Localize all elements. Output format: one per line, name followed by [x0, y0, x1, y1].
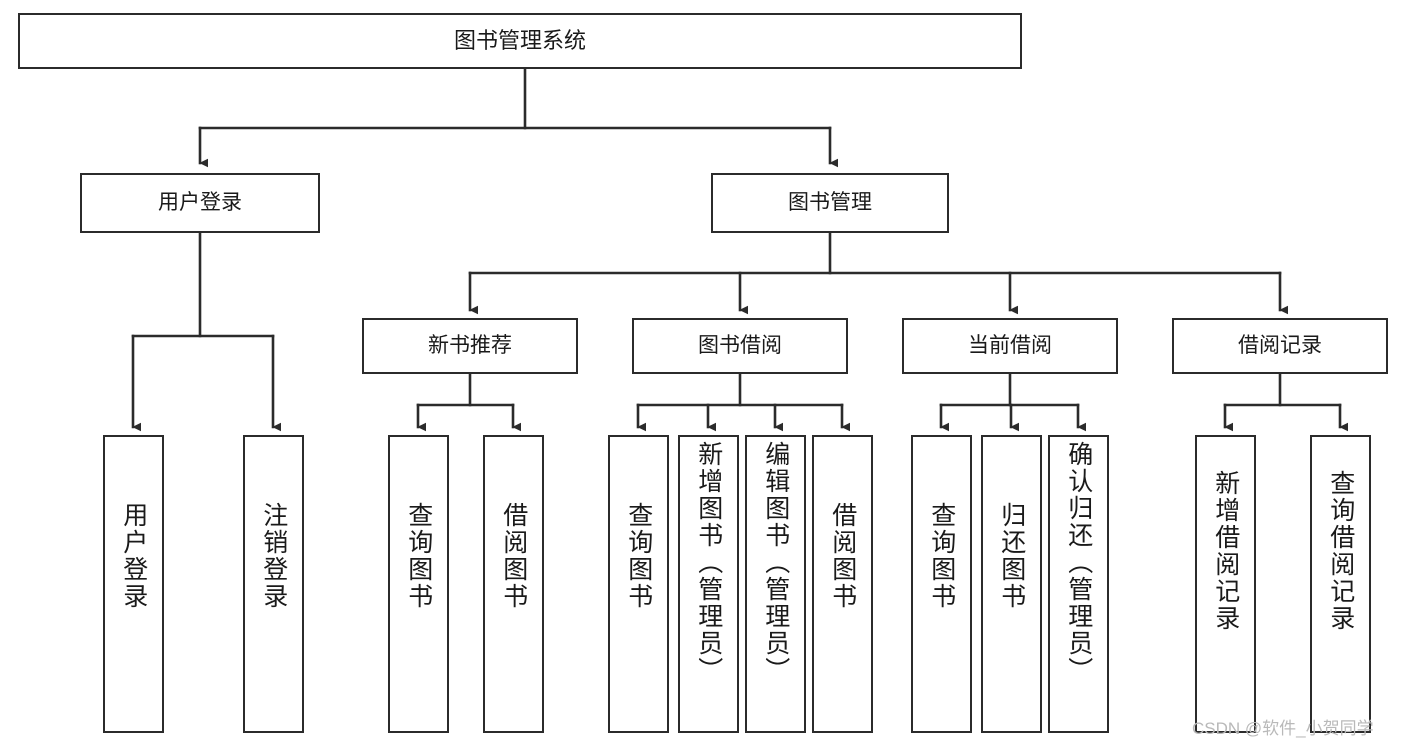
connector-bookmgmt-to-level3	[468, 231, 1289, 315]
connector-root-to-level2	[198, 67, 839, 168]
node-current-borrow[interactable]: 当前借阅	[902, 318, 1118, 374]
node-label: 用户登录	[119, 502, 148, 610]
leaf-logout-login[interactable]: 注销登录	[243, 435, 304, 733]
leaf-return-book[interactable]: 归还图书	[981, 435, 1042, 733]
node-label: 查询图书	[404, 502, 433, 610]
node-label: 图书管理	[788, 190, 872, 214]
node-new-book-recommend[interactable]: 新书推荐	[362, 318, 578, 374]
leaf-borrow-book-recommend[interactable]: 借阅图书	[483, 435, 544, 733]
node-label: 归还图书	[997, 502, 1026, 610]
leaf-borrow-book-borrow[interactable]: 借阅图书	[812, 435, 873, 733]
connector-userlogin-to-leaves	[131, 231, 282, 432]
leaf-user-login[interactable]: 用户登录	[103, 435, 164, 733]
connector-currentborrow-to-leaves	[939, 373, 1087, 432]
node-label: 借阅图书	[828, 502, 857, 610]
node-label: 注销登录	[259, 502, 288, 610]
connector-bookborrow-to-leaves	[636, 373, 851, 432]
leaf-add-borrow-record[interactable]: 新增借阅记录	[1195, 435, 1256, 733]
node-label: 确认归还（管理员）	[1064, 441, 1093, 684]
leaf-query-book-recommend[interactable]: 查询图书	[388, 435, 449, 733]
leaf-add-book-admin[interactable]: 新增图书（管理员）	[678, 435, 739, 733]
node-label: 当前借阅	[968, 333, 1052, 357]
node-label: 借阅图书	[499, 502, 528, 610]
node-label: 查询图书	[927, 502, 956, 610]
leaf-query-borrow-record[interactable]: 查询借阅记录	[1310, 435, 1371, 733]
connector-borrowrecord-to-leaves	[1223, 373, 1349, 432]
node-book-borrow[interactable]: 图书借阅	[632, 318, 848, 374]
connector-newbook-to-leaves	[416, 373, 522, 432]
node-user-login[interactable]: 用户登录	[80, 173, 320, 233]
node-borrow-record[interactable]: 借阅记录	[1172, 318, 1388, 374]
leaf-confirm-return-admin[interactable]: 确认归还（管理员）	[1048, 435, 1109, 733]
node-label: 新书推荐	[428, 333, 512, 357]
node-label: 编辑图书（管理员）	[761, 441, 790, 684]
node-label: 图书借阅	[698, 333, 782, 357]
node-label: 借阅记录	[1238, 333, 1322, 357]
leaf-edit-book-admin[interactable]: 编辑图书（管理员）	[745, 435, 806, 733]
node-label: 查询借阅记录	[1326, 470, 1355, 632]
node-book-management[interactable]: 图书管理	[711, 173, 949, 233]
node-label: 用户登录	[158, 190, 242, 214]
watermark-text: CSDN @软件_小贺同学	[1192, 719, 1374, 738]
node-label: 图书管理系统	[453, 28, 586, 54]
node-label: 查询图书	[624, 502, 653, 610]
node-label: 新增图书（管理员）	[694, 441, 723, 684]
leaf-query-book-borrow[interactable]: 查询图书	[608, 435, 669, 733]
leaf-query-book-current[interactable]: 查询图书	[911, 435, 972, 733]
node-root-book-management-system[interactable]: 图书管理系统	[18, 13, 1022, 69]
node-label: 新增借阅记录	[1211, 470, 1240, 632]
